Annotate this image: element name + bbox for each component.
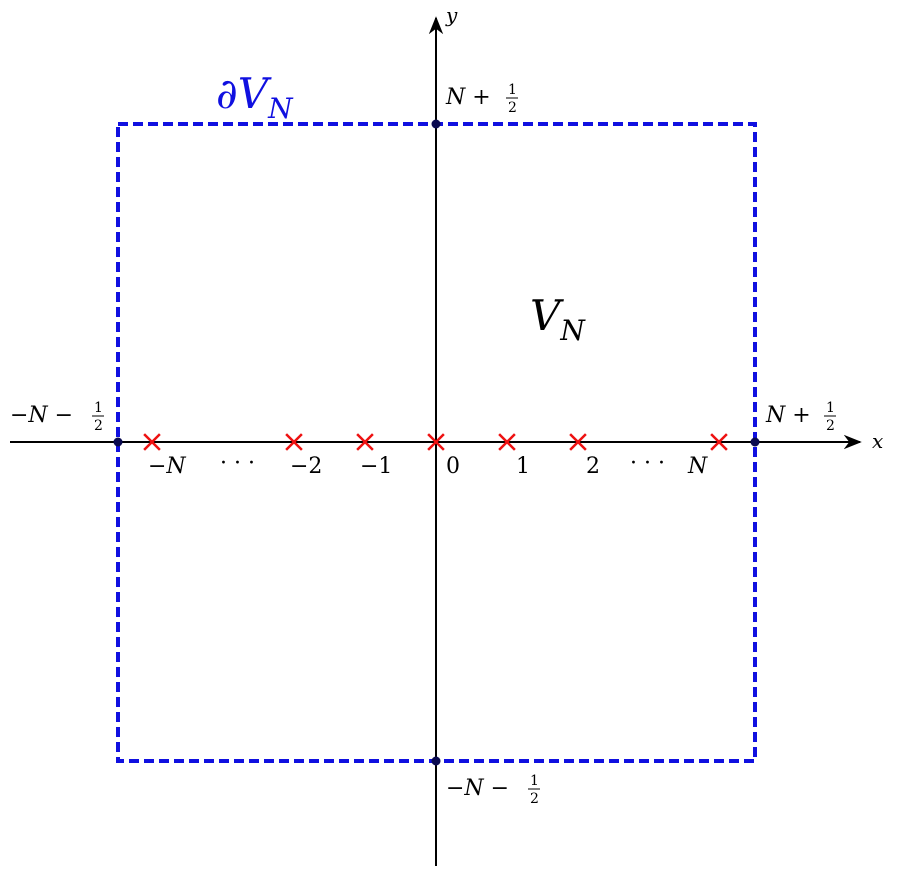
tick-label-neg-n: −N: [148, 454, 186, 479]
point-left: [113, 437, 123, 447]
tick-label-neg-2: −2: [290, 454, 322, 479]
tick-label-two: 2: [586, 454, 600, 479]
pole-two: [569, 433, 587, 451]
svg-text:2: 2: [530, 791, 539, 807]
boundary-label: ∂VN: [216, 69, 294, 125]
svg-text:N +: N +: [445, 85, 491, 110]
svg-text:1: 1: [530, 773, 539, 789]
tick-label-dots-left: · · ·: [220, 451, 255, 476]
tick-label-neg-1: −1: [360, 454, 392, 479]
point-top: [431, 119, 441, 129]
pole-neg-2: [285, 433, 303, 451]
y-axis-label: y: [445, 3, 458, 27]
point-right: [750, 437, 760, 447]
pole-neg-n: [143, 433, 161, 451]
label-top: N + 1 2: [445, 82, 518, 116]
pole-markers: [143, 433, 728, 451]
label-bottom: −N − 1 2: [446, 773, 540, 807]
point-bottom: [431, 756, 441, 766]
svg-text:−N −: −N −: [10, 403, 73, 428]
pole-n: [710, 433, 728, 451]
svg-text:−N −: −N −: [446, 776, 509, 801]
svg-text:N +: N +: [765, 403, 811, 428]
interior-label: VN: [530, 291, 586, 347]
pole-neg-1: [356, 433, 374, 451]
tick-label-zero: 0: [446, 454, 460, 479]
tick-label-one: 1: [516, 454, 530, 479]
tick-label-n: N: [687, 454, 708, 479]
svg-text:2: 2: [94, 418, 103, 434]
svg-text:1: 1: [826, 400, 835, 416]
x-axis-label: x: [872, 429, 883, 453]
pole-one: [498, 433, 516, 451]
svg-text:2: 2: [508, 100, 517, 116]
svg-text:1: 1: [94, 400, 103, 416]
svg-text:1: 1: [508, 82, 517, 98]
svg-text:2: 2: [826, 418, 835, 434]
tick-label-dots-right: · · ·: [630, 451, 665, 476]
label-right: N + 1 2: [765, 400, 836, 434]
label-left: −N − 1 2: [10, 400, 104, 434]
pole-zero: [427, 433, 445, 451]
